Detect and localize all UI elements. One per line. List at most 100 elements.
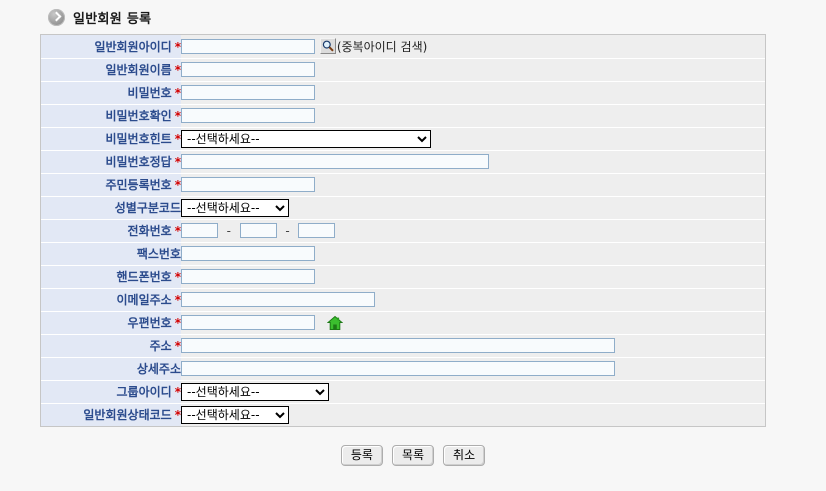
- member-id-input[interactable]: [181, 38, 315, 54]
- field-postcode: [181, 311, 765, 335]
- field-address: [181, 334, 765, 358]
- form-row-address-detail: 상세주소: [41, 357, 765, 381]
- password-input[interactable]: [181, 85, 315, 100]
- label-member-name: 일반회원이름*: [41, 58, 181, 82]
- field-address-detail: [181, 357, 765, 381]
- label-password: 비밀번호*: [41, 81, 181, 105]
- arrow-circle-icon: [48, 8, 65, 26]
- form-row-fax: 팩스번호: [41, 242, 765, 266]
- field-phone: - -: [181, 219, 765, 243]
- required-mark: *: [174, 39, 181, 54]
- field-password-answer: [181, 150, 765, 174]
- form-row-email: 이메일주소*: [41, 288, 765, 312]
- member-status-code-select[interactable]: --선택하세요--: [181, 405, 289, 424]
- cancel-button[interactable]: 취소: [443, 445, 486, 466]
- field-password-hint: --선택하세요--: [181, 127, 765, 151]
- required-mark: *: [174, 339, 181, 353]
- magnifier-icon[interactable]: [319, 38, 336, 55]
- label-postcode: 우편번호*: [41, 311, 181, 335]
- form-row-mobile: 핸드폰번호*: [41, 265, 765, 289]
- address-input[interactable]: [181, 338, 615, 353]
- label-text: 일반회원이름: [105, 63, 172, 77]
- label-fax: 팩스번호: [41, 242, 181, 266]
- label-text: 팩스번호: [136, 247, 181, 261]
- label-gender-code: 성별구분코드: [41, 196, 181, 220]
- field-email: [181, 288, 765, 312]
- phone-part2-input[interactable]: [239, 223, 277, 238]
- form-row-gender-code: 성별구분코드 --선택하세요--: [41, 196, 765, 220]
- postcode-input[interactable]: [181, 315, 315, 330]
- form-row-phone: 전화번호* - -: [41, 219, 765, 243]
- phone-part3-input[interactable]: [298, 223, 336, 238]
- required-mark: *: [174, 316, 181, 330]
- form-row-member-name: 일반회원이름*: [41, 58, 765, 82]
- label-text: 핸드폰번호: [116, 270, 172, 284]
- member-id-search-hint: (중복아이디 검색): [336, 39, 428, 54]
- field-member-name: [181, 58, 765, 82]
- label-password-answer: 비밀번호정답*: [41, 150, 181, 174]
- required-mark: *: [174, 224, 181, 238]
- field-gender-code: --선택하세요--: [181, 196, 765, 220]
- label-text: 이메일주소: [116, 293, 172, 307]
- field-password: [181, 81, 765, 105]
- member-name-input[interactable]: [181, 62, 315, 77]
- page-title: 일반회원 등록: [73, 11, 152, 27]
- field-mobile: [181, 265, 765, 289]
- password-confirm-input[interactable]: [181, 108, 315, 123]
- address-detail-input[interactable]: [181, 361, 615, 376]
- form-row-password: 비밀번호*: [41, 81, 765, 105]
- label-text: 비밀번호힌트: [105, 132, 172, 146]
- label-member-id: 일반회원아이디*: [41, 35, 181, 59]
- required-mark: *: [174, 270, 181, 284]
- label-text: 비밀번호정답: [105, 155, 172, 169]
- required-mark: *: [174, 385, 181, 399]
- form-action-buttons: 등록 목록 취소: [0, 445, 826, 466]
- gender-code-select[interactable]: --선택하세요--: [181, 198, 289, 217]
- label-text: 성별구분코드: [114, 201, 181, 215]
- label-text: 우편번호: [127, 316, 172, 330]
- label-text: 전화번호: [127, 224, 172, 238]
- field-fax: [181, 242, 765, 266]
- form-row-address: 주소*: [41, 334, 765, 358]
- label-address-detail: 상세주소: [41, 357, 181, 381]
- field-member-status-code: --선택하세요--: [181, 403, 765, 426]
- mobile-input[interactable]: [181, 269, 315, 284]
- password-answer-input[interactable]: [181, 154, 489, 169]
- required-mark: *: [174, 293, 181, 307]
- phone-part1-input[interactable]: [181, 223, 218, 238]
- field-resident-number: [181, 173, 765, 197]
- resident-number-input[interactable]: [181, 177, 315, 192]
- group-id-select[interactable]: --선택하세요--: [181, 382, 329, 401]
- label-text: 비밀번호확인: [105, 109, 172, 123]
- required-mark: *: [174, 155, 181, 169]
- email-input[interactable]: [181, 292, 375, 307]
- form-row-member-status-code: 일반회원상태코드* --선택하세요--: [41, 403, 765, 426]
- label-text: 비밀번호: [127, 86, 172, 100]
- label-mobile: 핸드폰번호*: [41, 265, 181, 289]
- field-member-id: (중복아이디 검색): [181, 35, 765, 59]
- label-text: 주소: [149, 339, 172, 353]
- required-mark: *: [174, 109, 181, 123]
- registration-form: 일반회원아이디* (중복아이디 검색) 일반회원이름* 비밀번호*: [40, 34, 766, 427]
- list-button[interactable]: 목록: [391, 445, 435, 466]
- field-password-confirm: [181, 104, 765, 128]
- fax-input[interactable]: [181, 246, 315, 261]
- label-password-confirm: 비밀번호확인*: [41, 104, 181, 128]
- label-address: 주소*: [41, 334, 181, 358]
- required-mark: *: [174, 178, 181, 192]
- password-hint-select[interactable]: --선택하세요--: [181, 129, 431, 148]
- form-row-member-id: 일반회원아이디* (중복아이디 검색): [41, 35, 765, 59]
- label-text: 주민등록번호: [105, 178, 172, 192]
- form-row-password-confirm: 비밀번호확인*: [41, 104, 765, 128]
- required-mark: *: [174, 132, 181, 146]
- register-button[interactable]: 등록: [340, 445, 383, 466]
- form-row-password-answer: 비밀번호정답*: [41, 150, 765, 174]
- page-header: 일반회원 등록: [0, 0, 826, 34]
- house-icon[interactable]: [326, 315, 344, 331]
- form-row-resident-number: 주민등록번호*: [41, 173, 765, 197]
- phone-separator-2: -: [285, 223, 290, 238]
- phone-separator-1: -: [226, 223, 231, 238]
- label-text: 그룹아이디: [116, 385, 172, 399]
- label-password-hint: 비밀번호힌트*: [41, 127, 181, 151]
- form-row-postcode: 우편번호*: [41, 311, 765, 335]
